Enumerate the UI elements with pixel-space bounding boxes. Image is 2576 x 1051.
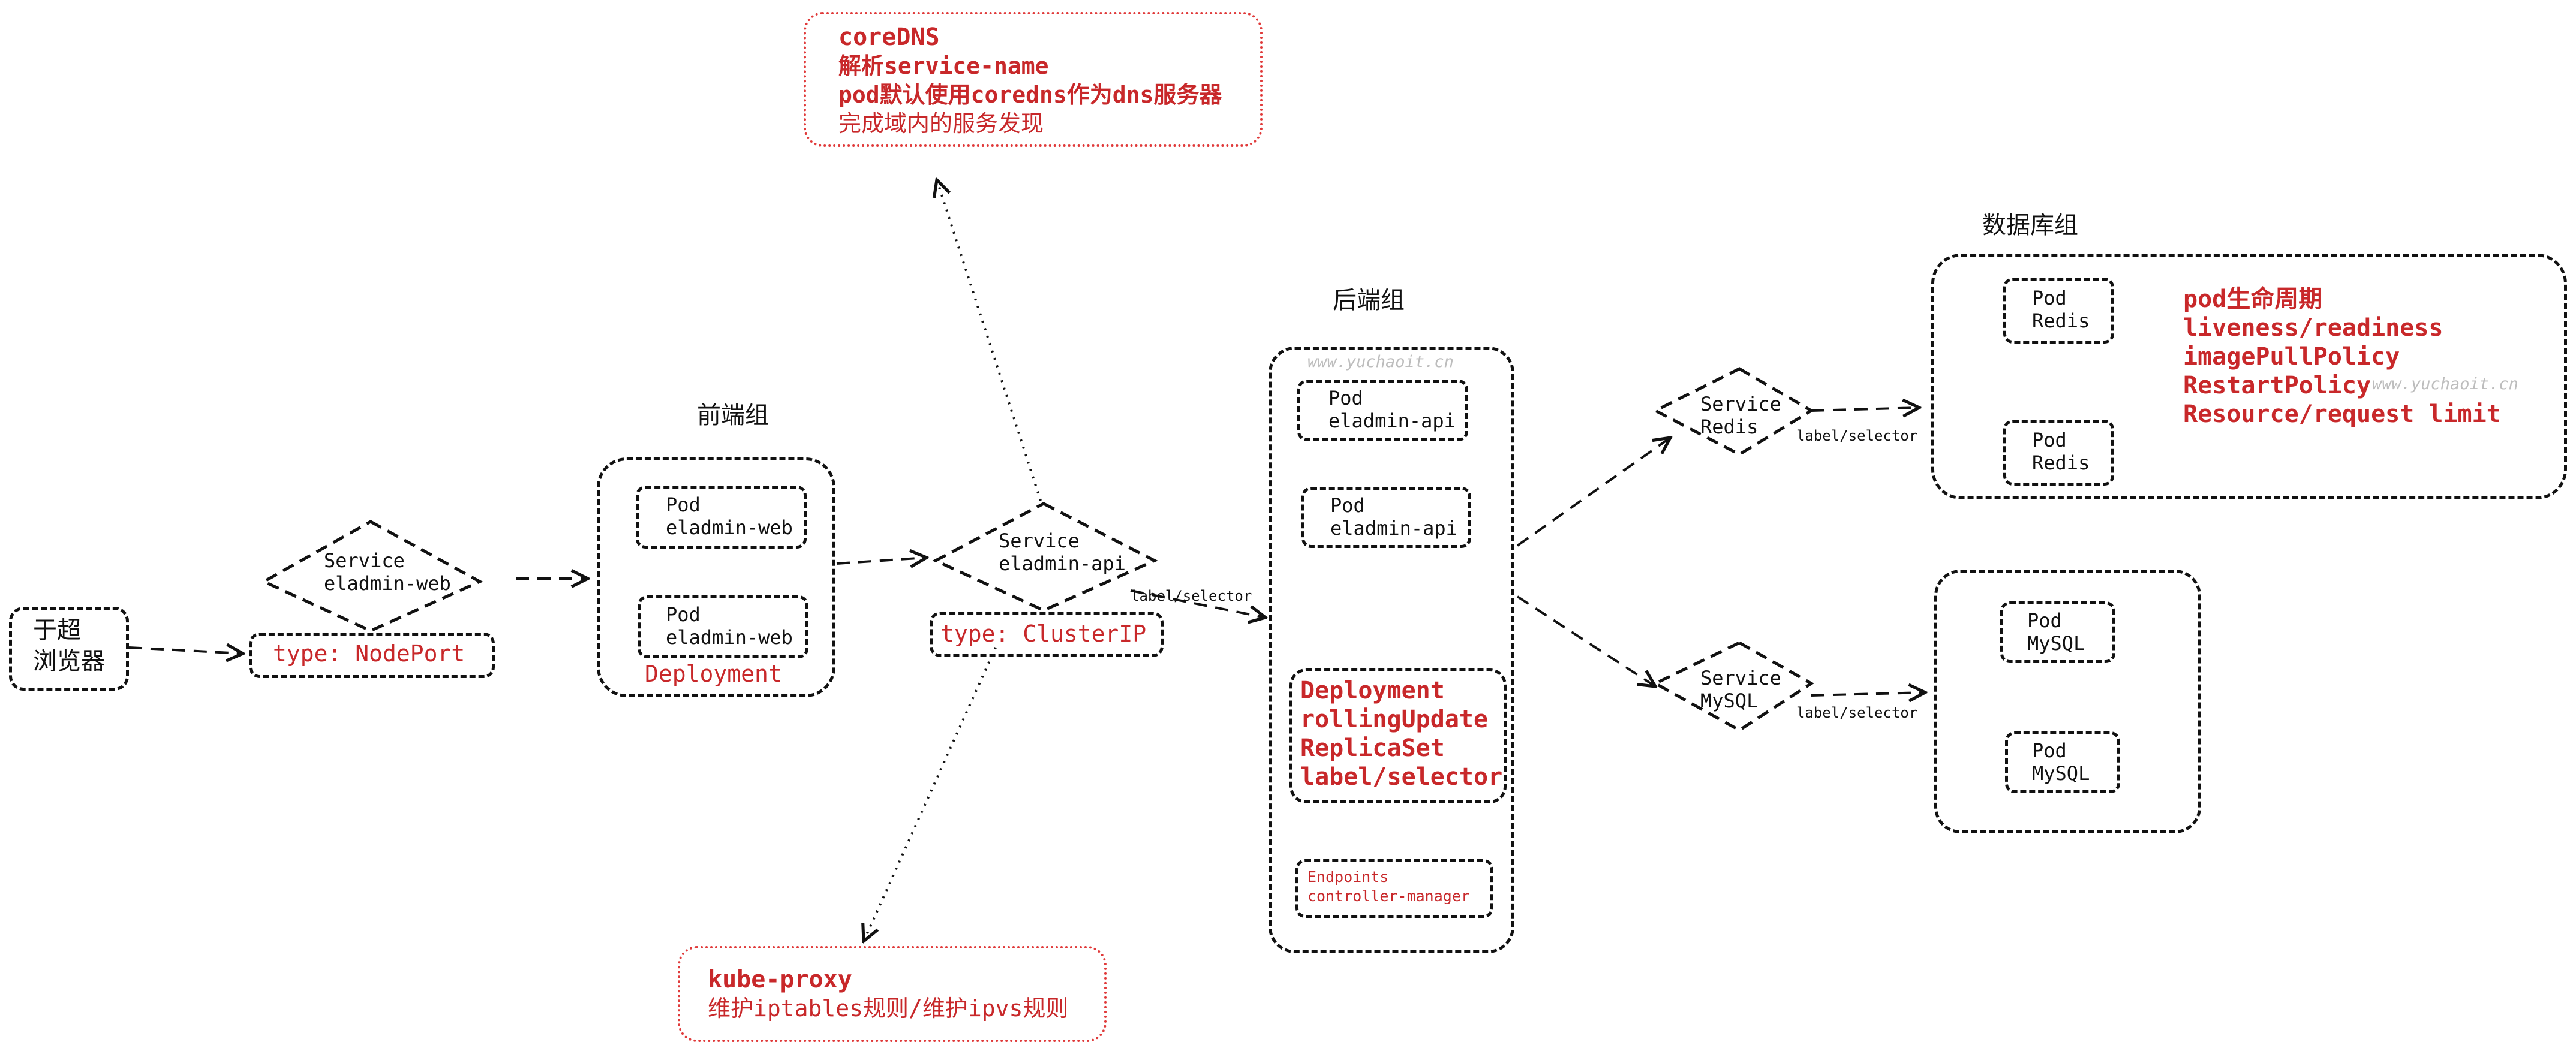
- mysql-selector-label: label/selector: [1796, 704, 1918, 721]
- clusterip-type-label: type: ClusterIP: [940, 621, 1147, 647]
- coredns-line-2: pod默认使用coredns作为dns服务器: [838, 82, 1222, 108]
- coredns-line-3: 完成域内的服务发现: [838, 110, 1044, 137]
- kubeproxy-note: [678, 946, 1107, 1042]
- service-redis-diamond: [1652, 367, 1814, 456]
- arrow-api-service-to-kubeproxy: [864, 647, 997, 941]
- mysql-pod-2: [2005, 731, 2120, 793]
- endpoints-box: [1295, 859, 1493, 918]
- frontend-pod-2-label: Pod eladmin-web: [666, 603, 793, 649]
- arrow-api-service-to-coredns: [937, 180, 1042, 501]
- api-selector-label: label/selector: [1131, 588, 1252, 604]
- service-mysql-label: Service MySQL: [1700, 667, 1781, 712]
- redis-selector-label: label/selector: [1796, 427, 1918, 444]
- redis-pod-2: [2003, 420, 2114, 486]
- endpoints-label: Endpoints controller-manager: [1307, 868, 1470, 905]
- arrow-api-service-to-backend: [1130, 589, 1266, 618]
- arrow-backend-to-redis-service: [1516, 438, 1670, 547]
- arrow-mysql-service-to-mysql-group: [1811, 692, 1925, 695]
- mysql-pod-1: [2000, 601, 2115, 663]
- coredns-title: coreDNS: [838, 23, 940, 51]
- coredns-note: [804, 12, 1263, 147]
- database-notes: pod生命周期 liveness/readiness imagePullPoli…: [2183, 285, 2501, 428]
- mysql-group: [1934, 570, 2201, 833]
- nodeport-type-label: type: NodePort: [273, 640, 465, 667]
- frontend-group: [597, 457, 835, 697]
- database-group: [1931, 254, 2567, 499]
- backend-deployment-lines: Deployment rollingUpdate ReplicaSet labe…: [1300, 677, 1503, 791]
- arrow-redis-service-to-db-group: [1811, 408, 1919, 411]
- backend-pod-1: [1297, 380, 1468, 441]
- arrow-browser-to-nodeport: [128, 648, 243, 654]
- clusterip-tag: [930, 612, 1164, 657]
- arrow-backend-to-mysql-service: [1516, 595, 1655, 686]
- frontend-group-label: 前端组: [697, 402, 769, 429]
- database-watermark: www.yuchaoit.cn: [2372, 375, 2518, 393]
- backend-group: [1269, 347, 1514, 953]
- redis-pod-1: [2003, 278, 2114, 344]
- service-mysql-diamond: [1652, 641, 1814, 732]
- service-eladmin-web-diamond: [260, 520, 483, 633]
- backend-pod-2: [1301, 487, 1471, 548]
- backend-group-label: 后端组: [1333, 287, 1405, 314]
- backend-watermark: www.yuchaoit.cn: [1307, 353, 1454, 371]
- mysql-pod-1-label: Pod MySQL: [2027, 609, 2085, 655]
- backend-deployment-box: [1289, 668, 1507, 803]
- service-eladmin-api-label: Service eladmin-api: [999, 529, 1126, 575]
- frontend-pod-1: [636, 486, 807, 549]
- redis-pod-1-label: Pod Redis: [2032, 287, 2090, 332]
- service-eladmin-api-diamond: [932, 502, 1158, 612]
- browser-node: [9, 607, 129, 691]
- kubeproxy-title: kube-proxy: [708, 966, 852, 993]
- database-group-label: 数据库组: [1982, 212, 2078, 239]
- backend-pod-2-label: Pod eladmin-api: [1330, 494, 1457, 540]
- coredns-line-1: 解析service-name: [838, 53, 1049, 79]
- frontend-pod-2: [638, 595, 808, 658]
- backend-pod-1-label: Pod eladmin-api: [1328, 387, 1456, 432]
- kubeproxy-line: 维护iptables规则/维护ipvs规则: [708, 995, 1069, 1022]
- service-redis-label: Service Redis: [1700, 393, 1781, 438]
- mysql-pod-2-label: Pod MySQL: [2032, 739, 2090, 785]
- redis-pod-2-label: Pod Redis: [2032, 429, 2090, 474]
- frontend-pod-1-label: Pod eladmin-web: [666, 493, 793, 539]
- arrow-frontend-to-api-service: [836, 558, 927, 564]
- service-eladmin-web-label: Service eladmin-web: [324, 549, 451, 595]
- browser-label: 于超 浏览器: [33, 616, 105, 675]
- nodeport-tag: [249, 633, 495, 678]
- frontend-deployment-label: Deployment: [645, 661, 782, 687]
